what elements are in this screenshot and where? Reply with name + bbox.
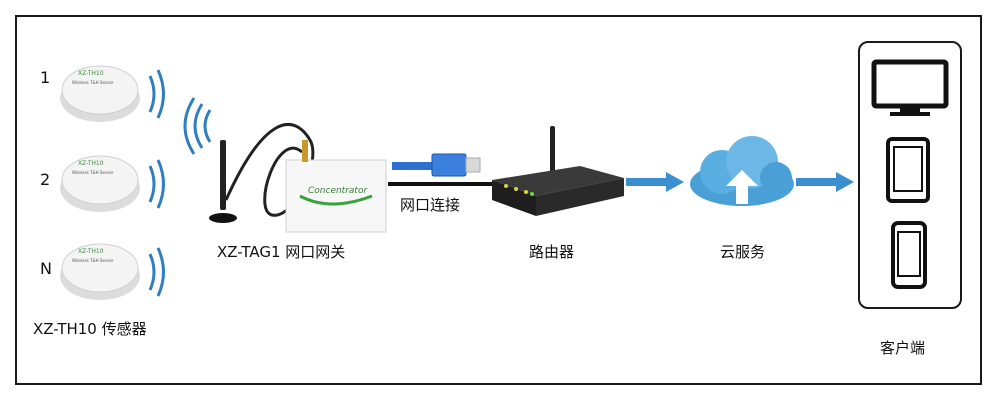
sensor-device-n	[60, 243, 165, 300]
sensor-face-sub-1: Wireless T&H Sensor	[72, 80, 114, 85]
gateway-brand-text: Concentrator	[308, 186, 368, 196]
router-caption: 路由器	[529, 243, 575, 261]
sensor-device-1	[60, 65, 165, 122]
sensor-face-sub-2: Wireless T&H Sensor	[72, 170, 114, 175]
monitor-icon	[871, 59, 949, 116]
sensor-device-2	[60, 155, 165, 212]
clients-caption: 客户端	[880, 339, 926, 357]
phone-icon	[891, 221, 927, 289]
gateway-device	[183, 97, 387, 233]
router-device	[492, 126, 624, 216]
arrow-cloud-to-clients-icon	[796, 172, 854, 192]
arrow-router-to-cloud-icon	[626, 172, 684, 192]
sensor-face-sub-n: Wireless T&H Sensor	[72, 258, 114, 263]
sensor-face-title-n: XZ-TH10	[78, 248, 104, 255]
sensor-face-title-1: XZ-TH10	[78, 70, 104, 77]
sensor-face-title-2: XZ-TH10	[78, 160, 104, 167]
cloud-icon	[690, 136, 794, 206]
sensor-index-1: 1	[40, 68, 51, 87]
gateway-caption: XZ-TAG1 网口网关	[217, 243, 346, 261]
link-caption: 网口连接	[400, 196, 461, 214]
sensor-caption: XZ-TH10 传感器	[33, 320, 147, 338]
cloud-caption: 云服务	[720, 243, 766, 261]
client-devices-panel	[858, 41, 962, 309]
tablet-icon	[886, 137, 930, 203]
sensor-index-2: 2	[40, 170, 51, 189]
sensor-index-n: N	[40, 259, 52, 278]
ethernet-cable	[388, 153, 498, 186]
